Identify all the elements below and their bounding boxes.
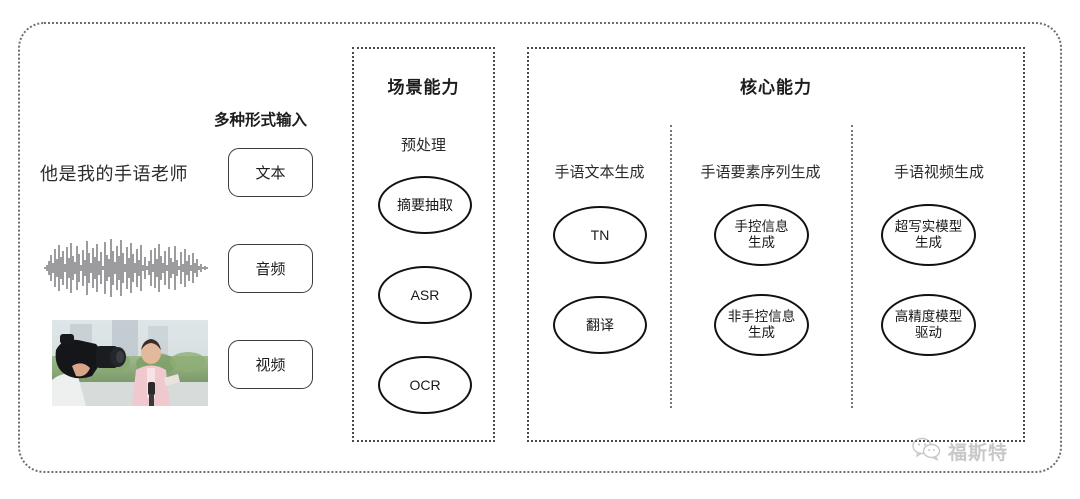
scene-node-summarization[interactable]: 摘要抽取 [378,176,472,234]
core-node-photoreal-model[interactable]: 超写实模型 生成 [881,204,976,266]
core-node-tn[interactable]: TN [553,206,647,264]
wechat-icon [912,437,942,466]
scene-node-ocr-label: OCR [409,376,441,393]
core-capability-title: 核心能力 [740,78,812,97]
core-node-translation[interactable]: 翻译 [553,296,647,354]
sample-sentence: 他是我的手语老师 [40,164,188,184]
core-node-non-manual-info-line2: 生成 [748,325,775,340]
core-node-non-manual-info-label: 非手控信息 生成 [724,309,800,341]
input-chip-text[interactable]: 文本 [228,148,313,197]
core-node-high-precision-model-label: 高精度模型 驱动 [891,309,967,341]
input-chip-audio[interactable]: 音频 [228,244,313,293]
scene-node-asr[interactable]: ASR [378,266,472,324]
scene-node-summarization-label: 摘要抽取 [397,196,453,213]
core-node-translation-label: 翻译 [586,316,614,333]
audio-waveform-icon [44,237,208,299]
outer-frame [18,22,1062,473]
core-column-divider-1 [670,125,672,408]
scene-node-ocr[interactable]: OCR [378,356,472,414]
core-node-photoreal-model-label: 超写实模型 生成 [891,219,967,251]
core-node-non-manual-info-line1: 非手控信息 [727,309,796,325]
scene-group-label: 预处理 [400,137,446,154]
scene-capability-title: 场景能力 [387,78,460,97]
video-thumbnail-svg [52,320,208,406]
input-chip-video-label: 视频 [255,357,286,374]
scene-capability-panel: 场景能力 预处理 摘要抽取 ASR OCR [352,47,495,442]
watermark-text: 福斯特 [948,443,1009,464]
core-node-manual-info-line2: 生成 [748,235,775,250]
core-node-manual-info[interactable]: 手控信息 生成 [714,204,809,266]
core-node-high-precision-model[interactable]: 高精度模型 驱动 [881,294,976,356]
input-caption: 多种形式输入 [214,112,308,129]
core-column-divider-2 [851,125,853,408]
core-column-header-element-sequence: 手语要素序列生成 [700,164,821,181]
core-node-non-manual-info[interactable]: 非手控信息 生成 [714,294,809,356]
core-node-high-precision-model-line2: 驱动 [915,325,942,340]
input-chip-video[interactable]: 视频 [228,340,313,389]
core-node-high-precision-model-line1: 高精度模型 [894,309,963,325]
core-node-photoreal-model-line1: 超写实模型 [894,219,963,235]
core-capability-panel: 核心能力 手语文本生成 TN 翻译 手语要素序列生成 手控信息 生成 非手控信息… [527,47,1025,442]
core-column-header-video-generation: 手语视频生成 [893,164,984,181]
audio-waveform-svg [44,239,208,297]
core-node-photoreal-model-line2: 生成 [915,235,942,250]
input-chip-audio-label: 音频 [255,261,286,278]
video-thumbnail [52,320,208,406]
core-node-manual-info-label: 手控信息 生成 [731,219,793,251]
watermark: 福斯特 [912,437,1008,466]
core-node-manual-info-line1: 手控信息 [734,219,789,235]
input-chip-text-label: 文本 [255,165,286,182]
core-node-tn-label: TN [590,226,610,243]
scene-node-asr-label: ASR [410,286,440,303]
core-column-header-text-generation: 手语文本生成 [554,164,645,181]
wechat-icon-svg [912,437,941,462]
